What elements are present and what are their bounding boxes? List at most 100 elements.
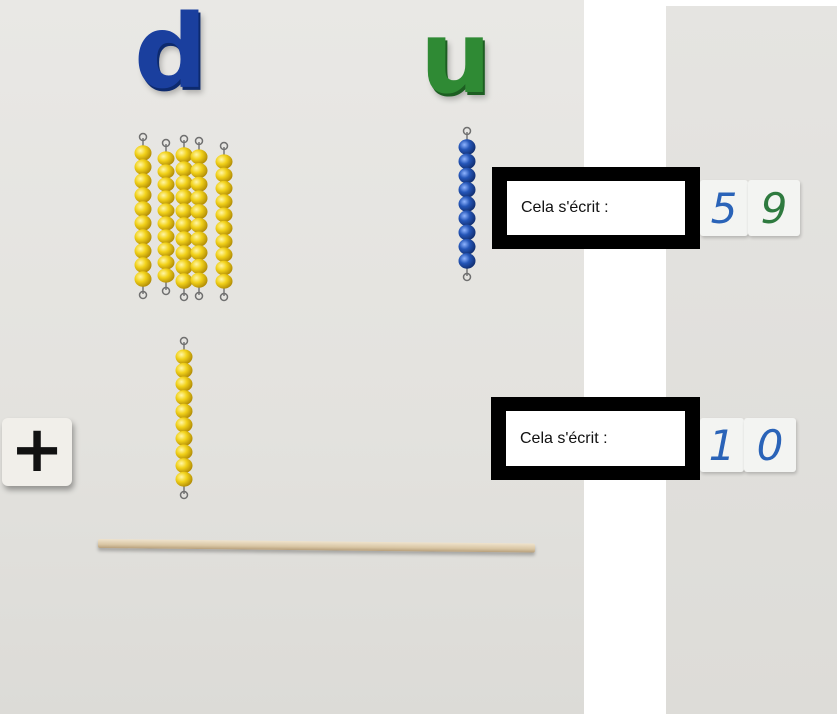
bead — [175, 161, 193, 177]
bar-hook-top — [179, 134, 189, 144]
bead — [190, 149, 208, 165]
bead — [190, 231, 208, 247]
bead — [458, 196, 476, 212]
bead — [175, 273, 193, 289]
bead — [190, 176, 208, 192]
bead — [458, 224, 476, 241]
bead — [215, 154, 233, 169]
second-ten-bar-1 — [175, 336, 193, 500]
ten-bar-1 — [134, 132, 152, 300]
bar-hook-bottom — [138, 290, 148, 300]
bead — [215, 260, 233, 276]
bead — [215, 220, 233, 236]
bead — [458, 167, 476, 184]
ten-bar-3 — [175, 134, 193, 302]
bead — [134, 257, 152, 273]
plus-sign: + — [10, 413, 64, 487]
right-board — [666, 6, 837, 714]
bead — [190, 245, 208, 261]
bead — [157, 164, 175, 179]
bead — [157, 190, 175, 205]
bead — [458, 153, 476, 170]
bead — [175, 259, 193, 275]
number-card-units-first: 9 — [748, 180, 800, 236]
ten-bar-4 — [190, 136, 208, 301]
bead — [157, 216, 175, 231]
bead — [157, 242, 175, 257]
label-box-first: Cela s'écrit : — [492, 167, 700, 249]
bead — [134, 271, 152, 287]
bar-hook-bottom — [161, 286, 171, 296]
bar-hook-bottom — [179, 490, 189, 500]
label-text-second: Cela s'écrit : — [506, 411, 685, 466]
bead — [458, 181, 476, 198]
label-box-second: Cela s'écrit : — [491, 397, 700, 480]
bead — [215, 167, 233, 183]
bead — [175, 231, 193, 247]
bead — [175, 203, 193, 219]
bead — [157, 151, 175, 166]
bead — [190, 163, 208, 179]
bead — [175, 471, 193, 487]
bead — [157, 203, 175, 218]
bead — [175, 189, 193, 205]
bead — [215, 247, 233, 263]
bead — [134, 215, 152, 231]
bead — [458, 253, 476, 269]
bead — [175, 376, 193, 392]
bead — [175, 362, 193, 378]
bead — [190, 272, 208, 288]
bead — [175, 417, 193, 433]
plus-tile: + — [2, 418, 72, 486]
tens-letter: d — [134, 0, 208, 112]
bead — [190, 190, 208, 206]
bead — [175, 444, 193, 460]
bar-hook-top — [219, 141, 229, 151]
number-card-tens-second: 1 — [700, 418, 744, 472]
bar-hook-top — [138, 132, 148, 142]
bead — [157, 268, 175, 283]
bead — [215, 194, 233, 209]
ten-bar-5 — [215, 141, 233, 302]
bead — [134, 173, 152, 189]
bead — [190, 217, 208, 233]
white-gap — [584, 0, 666, 714]
bead — [134, 145, 152, 161]
bar-hook-bottom — [194, 291, 204, 301]
ten-bar-2 — [157, 138, 175, 296]
bar-hook-bottom — [179, 292, 189, 302]
bead — [157, 177, 175, 192]
bead — [458, 139, 476, 155]
bead — [175, 217, 193, 233]
bead — [215, 180, 233, 196]
label-text-first: Cela s'écrit : — [507, 181, 685, 235]
bar-hook-bottom — [462, 272, 472, 282]
bead — [190, 204, 208, 220]
units-letter: u — [420, 0, 492, 116]
bar-hook-top — [179, 336, 189, 346]
bead — [134, 201, 152, 217]
bead — [175, 390, 193, 406]
bead — [157, 255, 175, 270]
bead — [215, 274, 233, 289]
bar-hook-top — [161, 138, 171, 148]
unit-beads-bar — [458, 126, 476, 282]
bead — [458, 210, 476, 227]
bead — [175, 175, 193, 191]
bead — [175, 245, 193, 261]
bead — [134, 243, 152, 259]
number-card-units-second: 0 — [744, 418, 796, 472]
bead — [175, 403, 193, 419]
bead — [175, 458, 193, 474]
bar-hook-bottom — [219, 292, 229, 302]
bead — [157, 229, 175, 244]
number-card-tens-first: 5 — [700, 180, 748, 236]
bead — [175, 349, 193, 365]
left-board — [0, 0, 584, 714]
bar-hook-top — [462, 126, 472, 136]
bead — [134, 187, 152, 203]
bead — [175, 430, 193, 446]
bead — [175, 147, 193, 163]
bead — [134, 229, 152, 245]
